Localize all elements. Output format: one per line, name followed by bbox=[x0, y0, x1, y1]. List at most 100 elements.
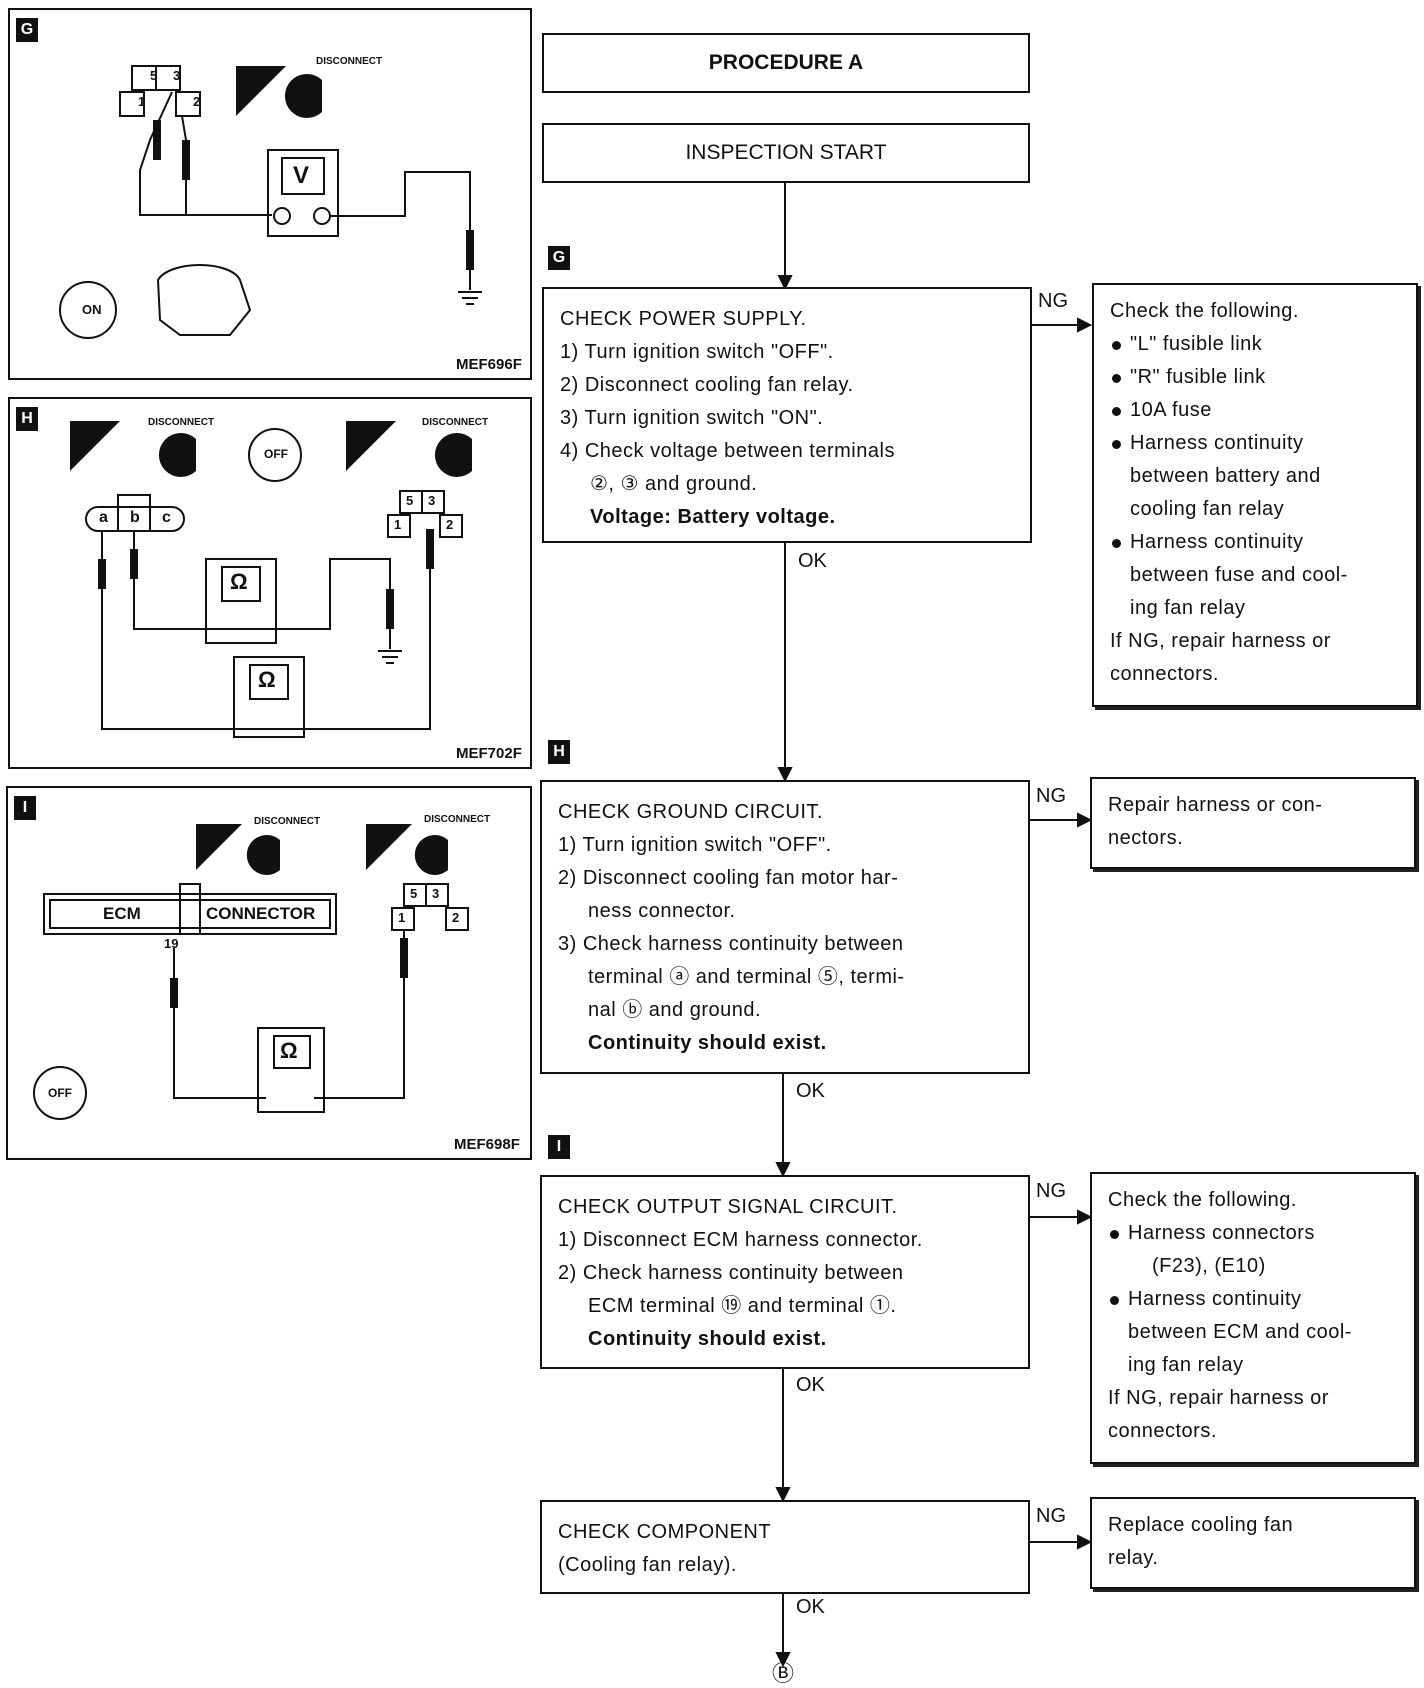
result-lead: Check the following. bbox=[1108, 1189, 1297, 1211]
ecm-terminal-number: 19 bbox=[164, 936, 179, 951]
panel-h-ground-check: H a b c 5 3 1 2 Ω Ω T.S. DISCONNECT OFF … bbox=[8, 397, 532, 769]
ok-label: OK bbox=[796, 1596, 825, 1618]
harness-terminal: c bbox=[162, 509, 171, 526]
connector-b-symbol: Ⓑ bbox=[772, 1661, 795, 1686]
result-bullet: "R" fusible link bbox=[1110, 361, 1400, 394]
result-bullet-cont: between fuse and cool- bbox=[1130, 564, 1348, 586]
disconnect-icon: DISCONNECT bbox=[316, 56, 383, 67]
result-bullet-cont: ing fan relay bbox=[1130, 597, 1246, 619]
ohmmeter-symbol: Ω bbox=[280, 1038, 298, 1063]
ng-label: NG bbox=[1036, 785, 1066, 807]
step-title: CHECK GROUND CIRCUIT. bbox=[558, 801, 823, 823]
ecm-label: ECM bbox=[103, 904, 141, 923]
terminal-label: 2 bbox=[193, 94, 201, 109]
terminal-label: 1 bbox=[138, 94, 146, 109]
step-check-output-signal: CHECK OUTPUT SIGNAL CIRCUIT. 1) Disconne… bbox=[540, 1175, 1030, 1369]
result-bullet-cont: ing fan relay bbox=[1128, 1354, 1244, 1376]
result-bullet: Harness continuity bbox=[1110, 427, 1400, 460]
step-title: CHECK POWER SUPPLY. bbox=[560, 308, 807, 330]
procedure-title: PROCEDURE A bbox=[542, 33, 1030, 93]
step-line: 2) Disconnect cooling fan relay. bbox=[560, 374, 854, 396]
terminal-label: 3 bbox=[173, 68, 181, 83]
ignition-off-icon: OFF bbox=[264, 447, 288, 461]
step-spec: Continuity should exist. bbox=[588, 1032, 827, 1054]
ohmmeter-symbol: Ω bbox=[230, 569, 248, 594]
result-lead: Check the following. bbox=[1110, 300, 1299, 322]
terminal-label: 5 bbox=[410, 886, 418, 901]
result-bullet-cont: between battery and bbox=[1130, 465, 1321, 487]
result-bullet: "L" fusible link bbox=[1110, 328, 1400, 361]
ng-label: NG bbox=[1036, 1180, 1066, 1202]
step-tag-h: H bbox=[548, 740, 570, 764]
ignition-on-icon: ON bbox=[82, 302, 102, 317]
result-bullet: 10A fuse bbox=[1110, 394, 1400, 427]
terminal-label: 5 bbox=[406, 493, 414, 508]
voltmeter-symbol: V bbox=[293, 162, 310, 189]
step-tag-g: G bbox=[548, 246, 570, 270]
ohmmeter-symbol: Ω bbox=[258, 667, 276, 692]
step-line: ECM terminal ⑲ and terminal ①. bbox=[588, 1295, 897, 1317]
ng-result-output: Check the following. Harness connectors … bbox=[1090, 1172, 1416, 1464]
harness-terminal: b bbox=[130, 509, 140, 526]
step-title: CHECK COMPONENT bbox=[558, 1521, 772, 1543]
result-tail: If NG, repair harness or bbox=[1108, 1387, 1329, 1409]
panel-i-output-check: I ECM CONNECTOR 19 5 3 1 2 Ω H.S. DISCON… bbox=[6, 786, 532, 1160]
panel-tag: I bbox=[14, 796, 36, 820]
step-check-ground-circuit: CHECK GROUND CIRCUIT. 1) Turn ignition s… bbox=[540, 780, 1030, 1074]
figure-code: MEF698F bbox=[454, 1136, 520, 1153]
disconnect-icon: DISCONNECT bbox=[424, 814, 491, 825]
harness-terminal: a bbox=[99, 509, 108, 526]
result-tail: connectors. bbox=[1108, 1420, 1217, 1442]
step-line: 1) Disconnect ECM harness connector. bbox=[558, 1229, 923, 1251]
ok-label: OK bbox=[796, 1080, 825, 1102]
step-line: nal ⓑ and ground. bbox=[588, 999, 762, 1021]
inspection-start-text: INSPECTION START bbox=[685, 141, 887, 164]
inspection-start: INSPECTION START bbox=[542, 123, 1030, 183]
terminal-label: 1 bbox=[398, 910, 406, 925]
figure-code: MEF702F bbox=[456, 745, 522, 762]
result-tail: relay. bbox=[1108, 1547, 1159, 1569]
result-lead: Replace cooling fan bbox=[1108, 1514, 1294, 1536]
panel-g-voltage-check: G 5 3 1 2 V T.S. DISCONNECT ON MEF696F bbox=[8, 8, 532, 380]
step-line: 1) Turn ignition switch "OFF". bbox=[560, 341, 834, 363]
step-line: ②, ③ and ground. bbox=[590, 473, 758, 495]
result-bullet-cont: (F23), (E10) bbox=[1152, 1255, 1266, 1277]
figure-code: MEF696F bbox=[456, 356, 522, 373]
ts-icon: T.S. bbox=[390, 856, 408, 867]
step-check-component: CHECK COMPONENT (Cooling fan relay). bbox=[540, 1500, 1030, 1594]
ts-icon: T.S. bbox=[98, 457, 116, 468]
ng-result-ground: Repair harness or con- nectors. bbox=[1090, 777, 1416, 869]
procedure-title-text: PROCEDURE A bbox=[708, 51, 864, 74]
result-bullet: Harness connectors bbox=[1108, 1217, 1398, 1250]
terminal-label: 3 bbox=[428, 493, 436, 508]
result-bullet-cont: between ECM and cool- bbox=[1128, 1321, 1352, 1343]
step-line: 1) Turn ignition switch "OFF". bbox=[558, 834, 832, 856]
result-tail: connectors. bbox=[1110, 663, 1219, 685]
disconnect-icon: DISCONNECT bbox=[422, 417, 489, 428]
ts-icon: T.S. bbox=[268, 94, 286, 105]
output-wiring-diagram bbox=[33, 824, 469, 1120]
ts-icon: T.S. bbox=[374, 457, 392, 468]
step-line: (Cooling fan relay). bbox=[558, 1554, 737, 1576]
terminal-label: 2 bbox=[446, 517, 454, 532]
ng-label: NG bbox=[1036, 1505, 1066, 1527]
panel-tag: H bbox=[16, 407, 38, 431]
step-spec: Voltage: Battery voltage. bbox=[590, 506, 836, 528]
disconnect-icon: DISCONNECT bbox=[254, 816, 321, 827]
step-tag-i: I bbox=[548, 1135, 570, 1159]
ok-label: OK bbox=[796, 1374, 825, 1396]
result-tail: nectors. bbox=[1108, 827, 1184, 849]
step-line: 4) Check voltage between terminals bbox=[560, 440, 895, 462]
result-bullet: Harness continuity bbox=[1108, 1283, 1398, 1316]
ignition-off-icon: OFF bbox=[48, 1086, 72, 1100]
result-tail: If NG, repair harness or bbox=[1110, 630, 1331, 652]
step-line: ness connector. bbox=[588, 900, 736, 922]
hs-icon: H.S. bbox=[220, 856, 240, 867]
panel-tag: G bbox=[16, 18, 38, 42]
ng-result-component: Replace cooling fan relay. bbox=[1090, 1497, 1416, 1589]
step-check-power-supply: CHECK POWER SUPPLY. 1) Turn ignition swi… bbox=[542, 287, 1032, 543]
terminal-label: 1 bbox=[394, 517, 402, 532]
terminal-label: 3 bbox=[432, 886, 440, 901]
connector-label: CONNECTOR bbox=[206, 904, 316, 923]
